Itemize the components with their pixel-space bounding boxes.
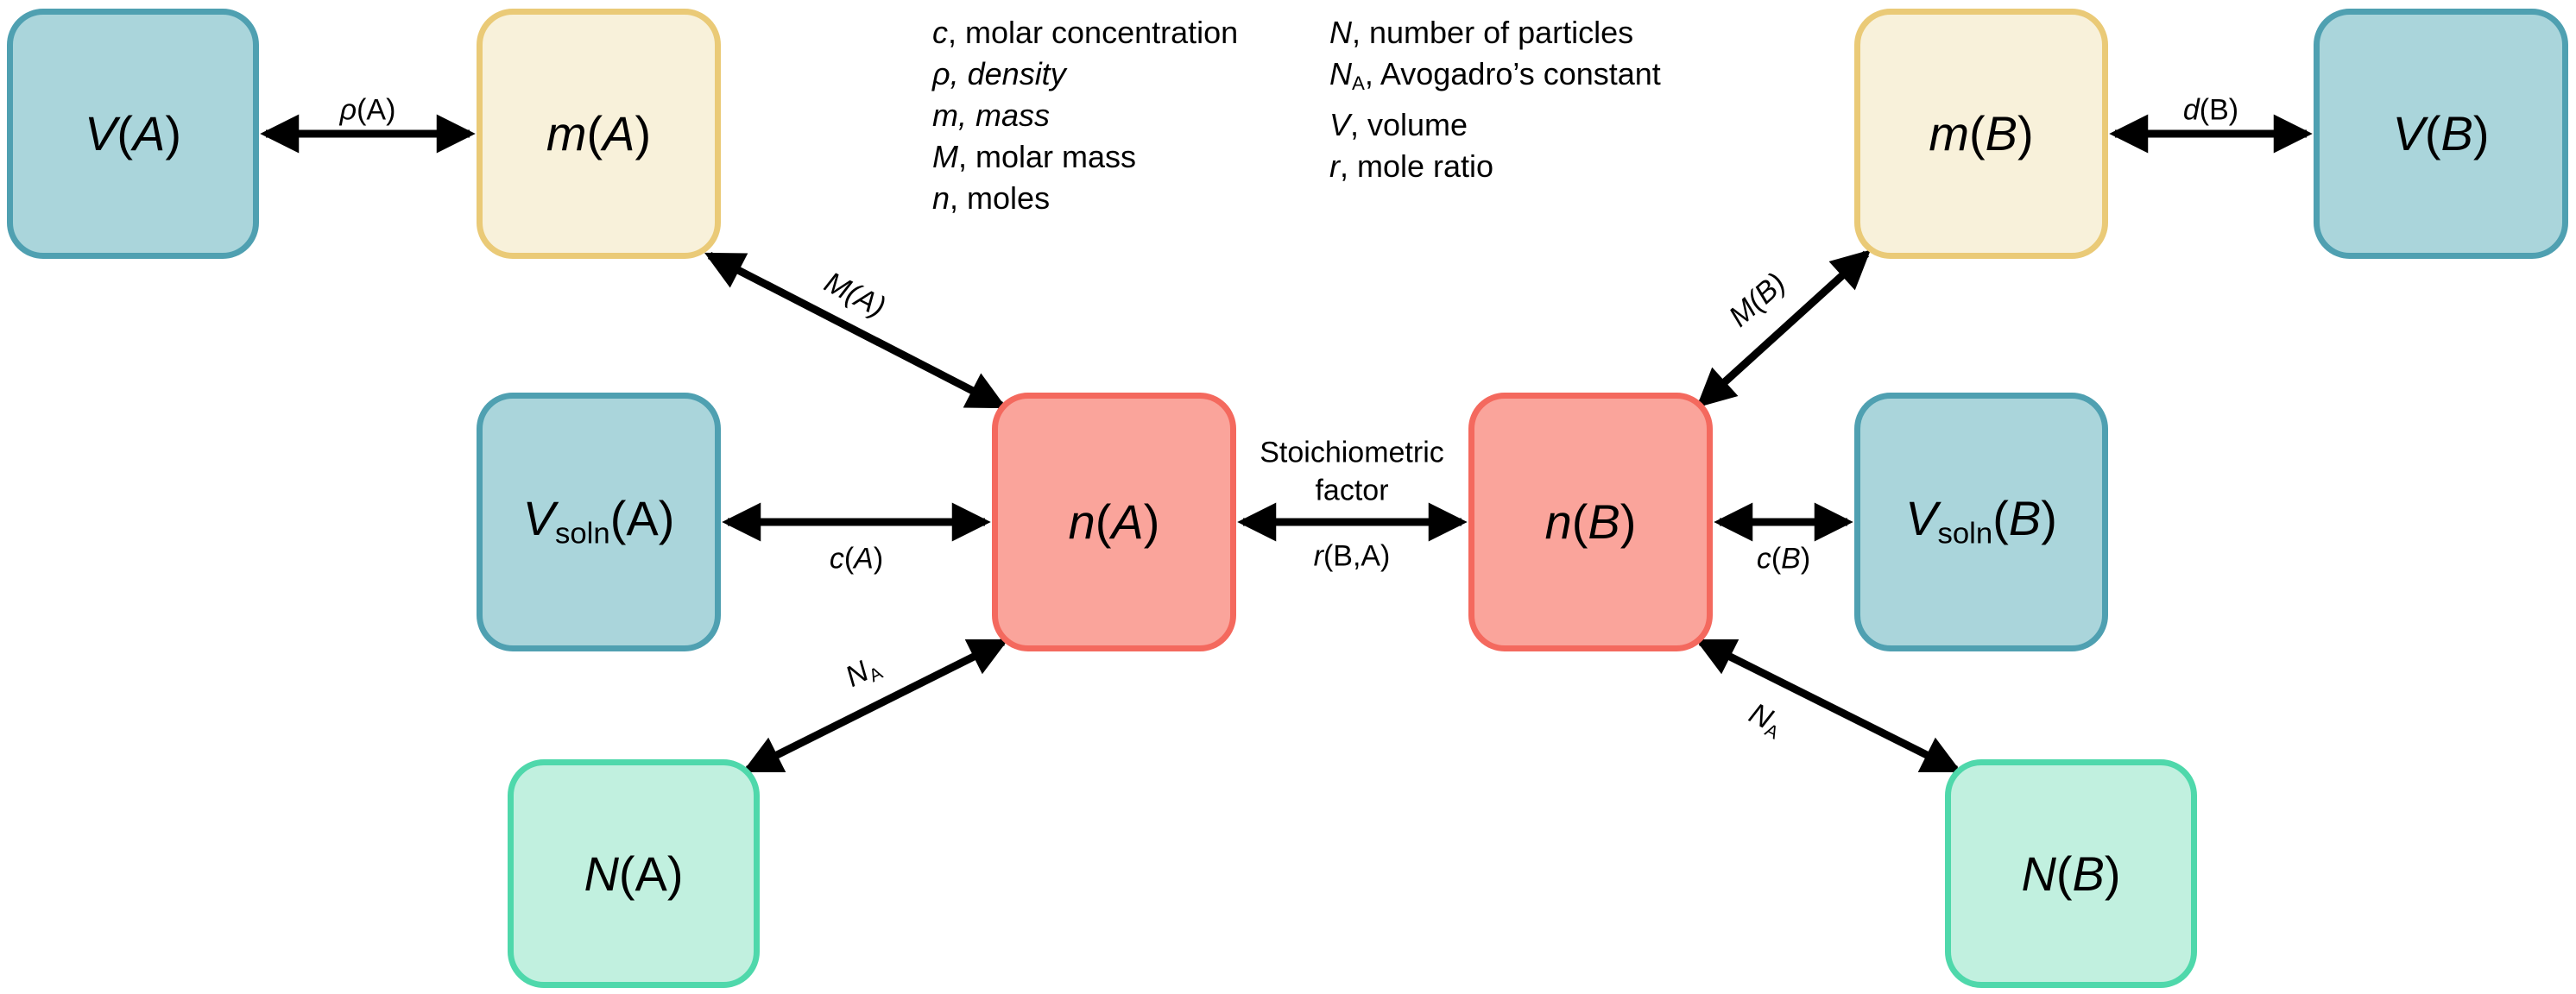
box-solution-volume-b: Vsoln(B) [1854,393,2108,651]
label-stoichiometric-factor-line1: Stoichiometric [1260,436,1444,469]
label-density-b: d(B) [2182,93,2239,127]
box-moles-b: n(B) [1468,393,1713,651]
label-concentration-a: c(A) [829,542,884,576]
legend-column-left: c, molar concentration ρ, density m, mas… [932,12,1238,219]
arrow-capna-na-diag [742,638,1009,774]
box-mass-b: m(B) [1854,9,2108,259]
arrow-ma-na-diag [704,251,1007,410]
box-mass-a: m(A) [477,9,721,259]
label-mole-ratio: r(B,A) [1313,539,1391,573]
label-density-a: ρ(A) [339,93,396,127]
legend-line-avogadros-constant: NA, Avogadro’s constant [1329,56,1661,95]
box-solution-volume-a: Vsoln(A) [477,393,721,651]
box-solution-volume-a-label: Vsoln(A) [522,491,675,550]
box-particles-b: N(B) [1945,759,2197,988]
label-stoichiometric-factor-line2: factor [1315,474,1389,506]
box-solution-volume-b-label: Vsoln(B) [1905,491,2057,550]
legend-line-mole-ratio: r, mole ratio [1329,148,1494,185]
legend-line-molar-concentration: c, molar concentration [932,15,1239,50]
box-particles-a-label: N(A) [584,846,684,901]
legend-line-number-of-particles: N, number of particles [1329,15,1634,50]
box-volume-a: V(A) [7,9,259,259]
arrow-capnb-nb-diag [1695,638,1962,774]
label-concentration-b: c(B) [1756,542,1811,576]
box-moles-b-label: n(B) [1544,494,1637,549]
box-moles-a-label: n(A) [1068,494,1160,549]
box-volume-a-label: V(A) [84,106,182,160]
legend-column-right: N, number of particles NA, Avogadro’s co… [1329,12,1661,187]
arrow-mb-nb-diag [1695,249,1872,408]
box-moles-a: n(A) [992,393,1236,651]
box-volume-b-label: V(B) [2392,106,2490,160]
legend-line-volume: V, volume [1329,107,1468,143]
box-mass-b-label: m(B) [1929,106,2034,160]
box-volume-b: V(B) [2314,9,2568,259]
box-particles-b-label: N(B) [2021,846,2121,901]
box-mass-a-label: m(A) [546,106,652,160]
legend-line-mass: m, mass [932,98,1051,133]
legend-line-molar-mass: M, molar mass [932,139,1137,174]
label-stoichiometric-factor: Stoichiometric factor [1260,434,1444,509]
legend-line-density: ρ, density [932,56,1066,91]
legend-line-moles: n, moles [932,180,1051,216]
box-particles-a: N(A) [508,759,760,988]
